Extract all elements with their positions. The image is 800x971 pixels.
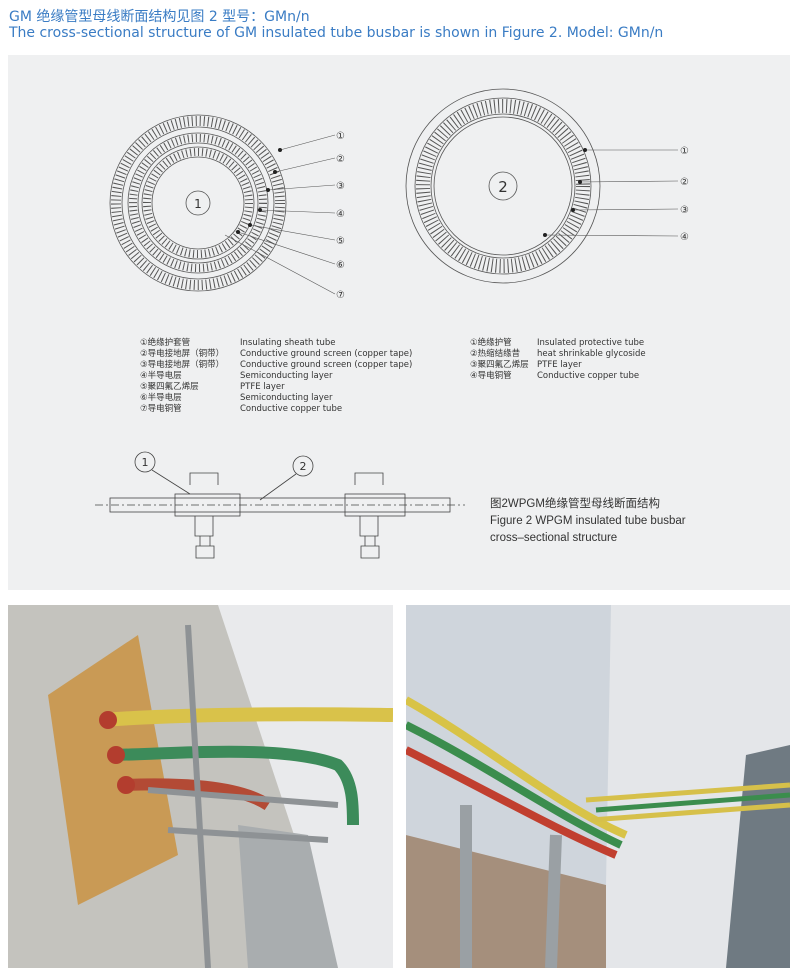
legend-en: Insulated protective tube bbox=[537, 338, 645, 348]
caption-en-1: Figure 2 WPGM insulated tube busbar bbox=[490, 515, 686, 527]
legend-cn: ①绝缘护管 bbox=[470, 338, 512, 348]
side-view-drawing bbox=[95, 451, 465, 559]
marker: ③ bbox=[680, 205, 689, 216]
legend-en: Semiconducting layer bbox=[240, 393, 333, 403]
legend-cn: ⑥半导电层 bbox=[140, 393, 182, 403]
legend-en: PTFE layer bbox=[537, 360, 582, 370]
marker: ② bbox=[336, 154, 345, 165]
cross-section-diagrams: 1 ① ② ③ ④ ⑤ ⑥ ⑦ 2 ① ② ③ ④ 1 2 bbox=[95, 88, 689, 559]
callout-1: 1 bbox=[142, 456, 149, 469]
center-label-1: 1 bbox=[194, 197, 202, 211]
legend-en: Conductive copper tube bbox=[240, 404, 343, 414]
legend-en: heat shrinkable glycoside bbox=[537, 349, 646, 359]
marker: ① bbox=[336, 131, 345, 142]
legend-1: ①绝缘护套管 Insulating sheath tube ②导电接地屏（铜带） C… bbox=[140, 338, 412, 415]
marker: ① bbox=[680, 146, 689, 157]
legend-cn: ⑤聚四氟乙烯层 bbox=[140, 382, 199, 392]
cross-section-2 bbox=[405, 88, 679, 284]
legend-cn: ④导电铜管 bbox=[470, 371, 512, 381]
legend-en: Conductive ground screen (copper tape) bbox=[240, 360, 413, 370]
marker: ④ bbox=[680, 232, 689, 243]
legend-cn: ⑦导电铜管 bbox=[140, 404, 182, 414]
marker: ⑤ bbox=[336, 236, 345, 247]
center-label-2: 2 bbox=[498, 178, 508, 196]
installation-photo-left bbox=[8, 605, 393, 968]
marker: ② bbox=[680, 177, 689, 188]
legend-cn: ①绝缘护套管 bbox=[140, 338, 191, 348]
legend-cn: ②导电接地屏（铜带） bbox=[140, 349, 225, 359]
title-cn: GM 绝缘管型母线断面结构见图 2 型号：GMn/n bbox=[9, 9, 310, 25]
installation-photo-right bbox=[406, 605, 790, 968]
caption-en-2: cross–sectional structure bbox=[490, 532, 618, 544]
legend-en: PTFE layer bbox=[240, 382, 285, 392]
legend-en: Insulating sheath tube bbox=[240, 338, 336, 348]
legend-cn: ③聚四氟乙烯层 bbox=[470, 360, 529, 370]
marker: ⑥ bbox=[336, 260, 345, 271]
legend-cn: ②热缩结缘昔 bbox=[470, 349, 521, 359]
legend-cn: ③导电接地屏（铜带） bbox=[140, 360, 225, 370]
legend-en: Conductive ground screen (copper tape) bbox=[240, 349, 413, 359]
legend-en: Semiconducting layer bbox=[240, 371, 333, 381]
marker: ③ bbox=[336, 181, 345, 192]
callout-2: 2 bbox=[300, 460, 307, 473]
figure-caption: 图2WPGM绝缘管型母线断面结构 Figure 2 WPGM insulated… bbox=[490, 496, 686, 547]
legend-en: Conductive copper tube bbox=[537, 371, 640, 381]
caption-cn: 图2WPGM绝缘管型母线断面结构 bbox=[490, 498, 660, 510]
marker: ④ bbox=[336, 209, 345, 220]
marker: ⑦ bbox=[336, 290, 345, 301]
legend-cn: ④半导电层 bbox=[140, 371, 182, 381]
legend-2: ①绝缘护管 Insulated protective tube ②热缩结缘昔 hea… bbox=[470, 338, 646, 382]
title-en: The cross-sectional structure of GM insu… bbox=[9, 25, 664, 41]
cross-section-1 bbox=[109, 114, 336, 295]
